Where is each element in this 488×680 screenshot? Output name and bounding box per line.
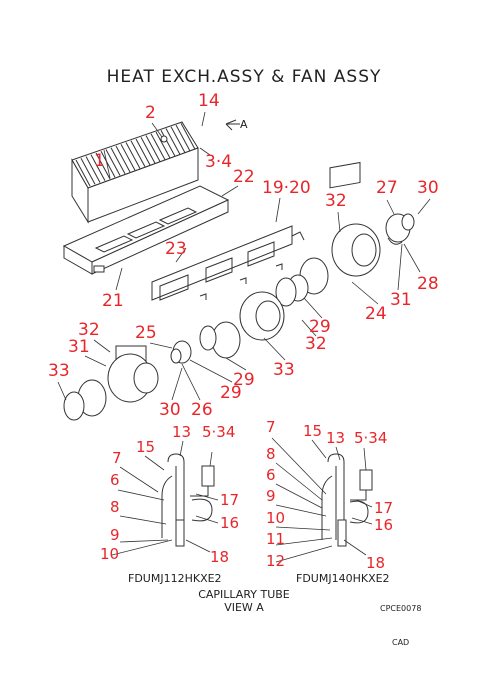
- leader-lines: [57, 111, 431, 563]
- part-label: 14: [198, 91, 220, 111]
- part-label: 22: [233, 167, 255, 187]
- part-label: 32: [325, 191, 347, 211]
- part-label: 13: [326, 429, 345, 447]
- fan-middle: [199, 321, 241, 359]
- capillary-right-drawing: [321, 453, 373, 547]
- caption-cad: CAD: [392, 638, 409, 647]
- part-label: 7: [112, 449, 122, 467]
- view-marker: A: [240, 118, 248, 131]
- fan-upper: [275, 257, 329, 307]
- part-label: 6: [266, 466, 276, 484]
- fan-lower: [63, 379, 107, 421]
- part-label: 32: [305, 334, 327, 354]
- part-label: 17: [374, 499, 393, 517]
- fan-scroll-lower: [107, 345, 159, 403]
- part-label: 33: [273, 360, 295, 380]
- part-label: 27: [376, 178, 398, 198]
- part-label: 18: [210, 548, 229, 566]
- part-label: 23: [165, 239, 187, 259]
- part-label: 24: [365, 304, 387, 324]
- part-label: 19·20: [262, 178, 311, 198]
- part-label: 15: [303, 422, 322, 440]
- heat-exchanger-drawing: [71, 121, 199, 224]
- fan-motor-upper: [385, 213, 415, 245]
- part-label: 5·34: [202, 423, 235, 441]
- part-label: 21: [102, 291, 124, 311]
- part-label: 13: [172, 423, 191, 441]
- view-arrow-icon: [225, 119, 240, 131]
- part-label: 18: [366, 554, 385, 572]
- part-label: 9: [110, 526, 120, 544]
- part-label: 31: [68, 337, 90, 357]
- fan-scroll-upper: [329, 161, 381, 277]
- part-label: 9: [266, 487, 276, 505]
- part-label: 30: [159, 400, 181, 420]
- part-label: 31: [390, 290, 412, 310]
- part-label: 28: [417, 274, 439, 294]
- caption-code: CPCE0078: [380, 604, 421, 613]
- part-label: 32: [78, 320, 100, 340]
- drain-pan-drawing: [62, 185, 230, 275]
- part-label: 5·34: [354, 429, 387, 447]
- caption-view: VIEW A: [224, 601, 264, 614]
- part-label: 15: [136, 438, 155, 456]
- part-label: 12: [266, 552, 285, 570]
- part-label: 6: [110, 471, 120, 489]
- caption-right-model: FDUMJ140HKXE2: [296, 572, 390, 585]
- part-label: 11: [266, 530, 285, 548]
- fan-scroll-middle: [239, 291, 285, 341]
- part-label: 29: [309, 317, 331, 337]
- fan-motor-center: [170, 340, 192, 364]
- capillary-left-drawing: [161, 453, 215, 547]
- part-label: 8: [266, 445, 276, 463]
- part-label: 17: [220, 491, 239, 509]
- fan-plate-drawing: [151, 225, 305, 301]
- part-label: 10: [100, 545, 119, 563]
- part-label: 3·4: [205, 152, 232, 172]
- part-label: 26: [191, 400, 213, 420]
- part-label: 29: [233, 370, 255, 390]
- part-label: 2: [145, 103, 156, 123]
- part-label: 16: [220, 514, 239, 532]
- part-label: 30: [417, 178, 439, 198]
- part-label: 33: [48, 361, 70, 381]
- part-label: 10: [266, 509, 285, 527]
- part-label: 7: [266, 418, 276, 436]
- caption-left-model: FDUMJ112HKXE2: [128, 572, 222, 585]
- part-label: 29: [220, 383, 242, 403]
- part-label: 25: [135, 323, 157, 343]
- part-label: 1: [94, 151, 105, 171]
- diagram-title: HEAT EXCH.ASSY & FAN ASSY: [107, 67, 382, 87]
- part-label: 8: [110, 498, 120, 516]
- caption-capillary: CAPILLARY TUBE: [198, 588, 290, 601]
- part-label: 16: [374, 516, 393, 534]
